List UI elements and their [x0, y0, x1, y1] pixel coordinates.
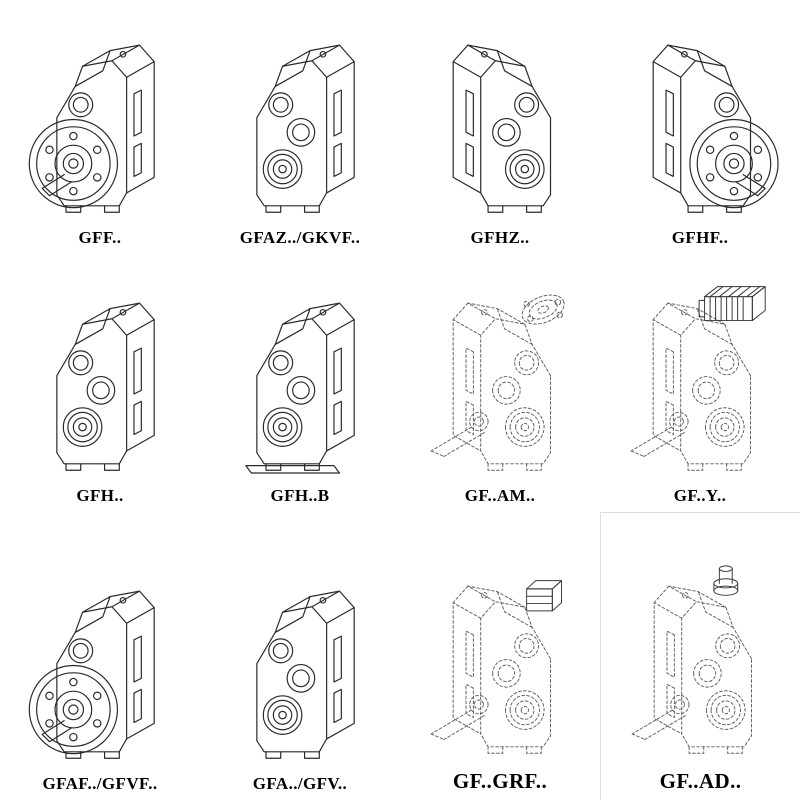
product-label: GFH.. — [76, 486, 124, 505]
product-label: GFAZ../GKVF.. — [239, 228, 361, 247]
cover-box — [526, 580, 563, 612]
product-label: GFF.. — [78, 228, 122, 247]
gearbox-drawing-gfaz-gkvf — [212, 24, 388, 226]
product-cell: GF..AM.. — [400, 254, 600, 512]
gearbox-body — [29, 591, 154, 758]
gearbox-drawing-gf-ad — [631, 565, 789, 767]
input-shaft-adapter — [712, 565, 738, 596]
gearbox-body — [29, 45, 154, 212]
gearbox-drawing-gf-y — [630, 286, 766, 484]
output-shaft — [631, 694, 690, 740]
product-label: GF..GRF.. — [452, 769, 548, 793]
output-shaft — [630, 411, 689, 457]
product-label: GFAF../GFVF.. — [42, 774, 158, 793]
gearbox-body — [654, 586, 751, 753]
product-cell: GFHZ.. — [400, 0, 600, 254]
gearbox-drawing-gff — [12, 24, 188, 226]
gearbox-drawing-gfhf — [612, 24, 788, 226]
product-cell: GFAZ../GKVF.. — [200, 0, 400, 254]
gearbox-drawing-gfa-gfv — [212, 570, 388, 772]
gearbox-body — [57, 303, 154, 470]
product-label: GFHZ.. — [470, 228, 530, 247]
product-cell: GFA../GFV.. — [200, 512, 400, 800]
gearbox-drawing-gf-grf — [430, 580, 563, 767]
gearbox-body — [653, 303, 750, 470]
gearbox-body — [453, 303, 550, 470]
product-cell: GFHF.. — [600, 0, 800, 254]
product-cell: GF..Y.. — [600, 254, 800, 512]
gearbox-drawing-gfh — [12, 282, 188, 484]
product-label: GF..AM.. — [464, 486, 536, 505]
product-label: GFH..B — [270, 486, 330, 505]
gearbox-body — [257, 303, 354, 470]
gearbox-body — [453, 45, 550, 212]
product-cell: GFAF../GFVF.. — [0, 512, 200, 800]
gearbox-body — [653, 45, 778, 212]
gearbox-drawing-gf-am — [430, 288, 569, 484]
gearbox-body — [257, 591, 354, 758]
gearbox-drawing-gfh-b — [245, 282, 388, 474]
product-cell: GF..GRF.. — [400, 512, 600, 800]
gearbox-drawing-gfhz — [412, 24, 588, 226]
product-cell: GF..AD.. — [600, 512, 800, 800]
product-cell: GFF.. — [0, 0, 200, 254]
output-shaft — [430, 411, 489, 457]
product-cell: GFH.. — [0, 254, 200, 512]
base-plate — [245, 465, 341, 474]
input-flange — [517, 288, 569, 331]
gearbox-body — [257, 45, 354, 212]
product-cell: GFH..B — [200, 254, 400, 512]
product-label: GFHF.. — [671, 228, 729, 247]
product-label: GF..AD.. — [659, 769, 742, 793]
gearbox-drawing-gfaf-gfvf — [12, 570, 188, 772]
product-label: GF..Y.. — [673, 486, 727, 505]
product-label: GFA../GFV.. — [252, 774, 348, 793]
output-shaft — [430, 694, 489, 740]
